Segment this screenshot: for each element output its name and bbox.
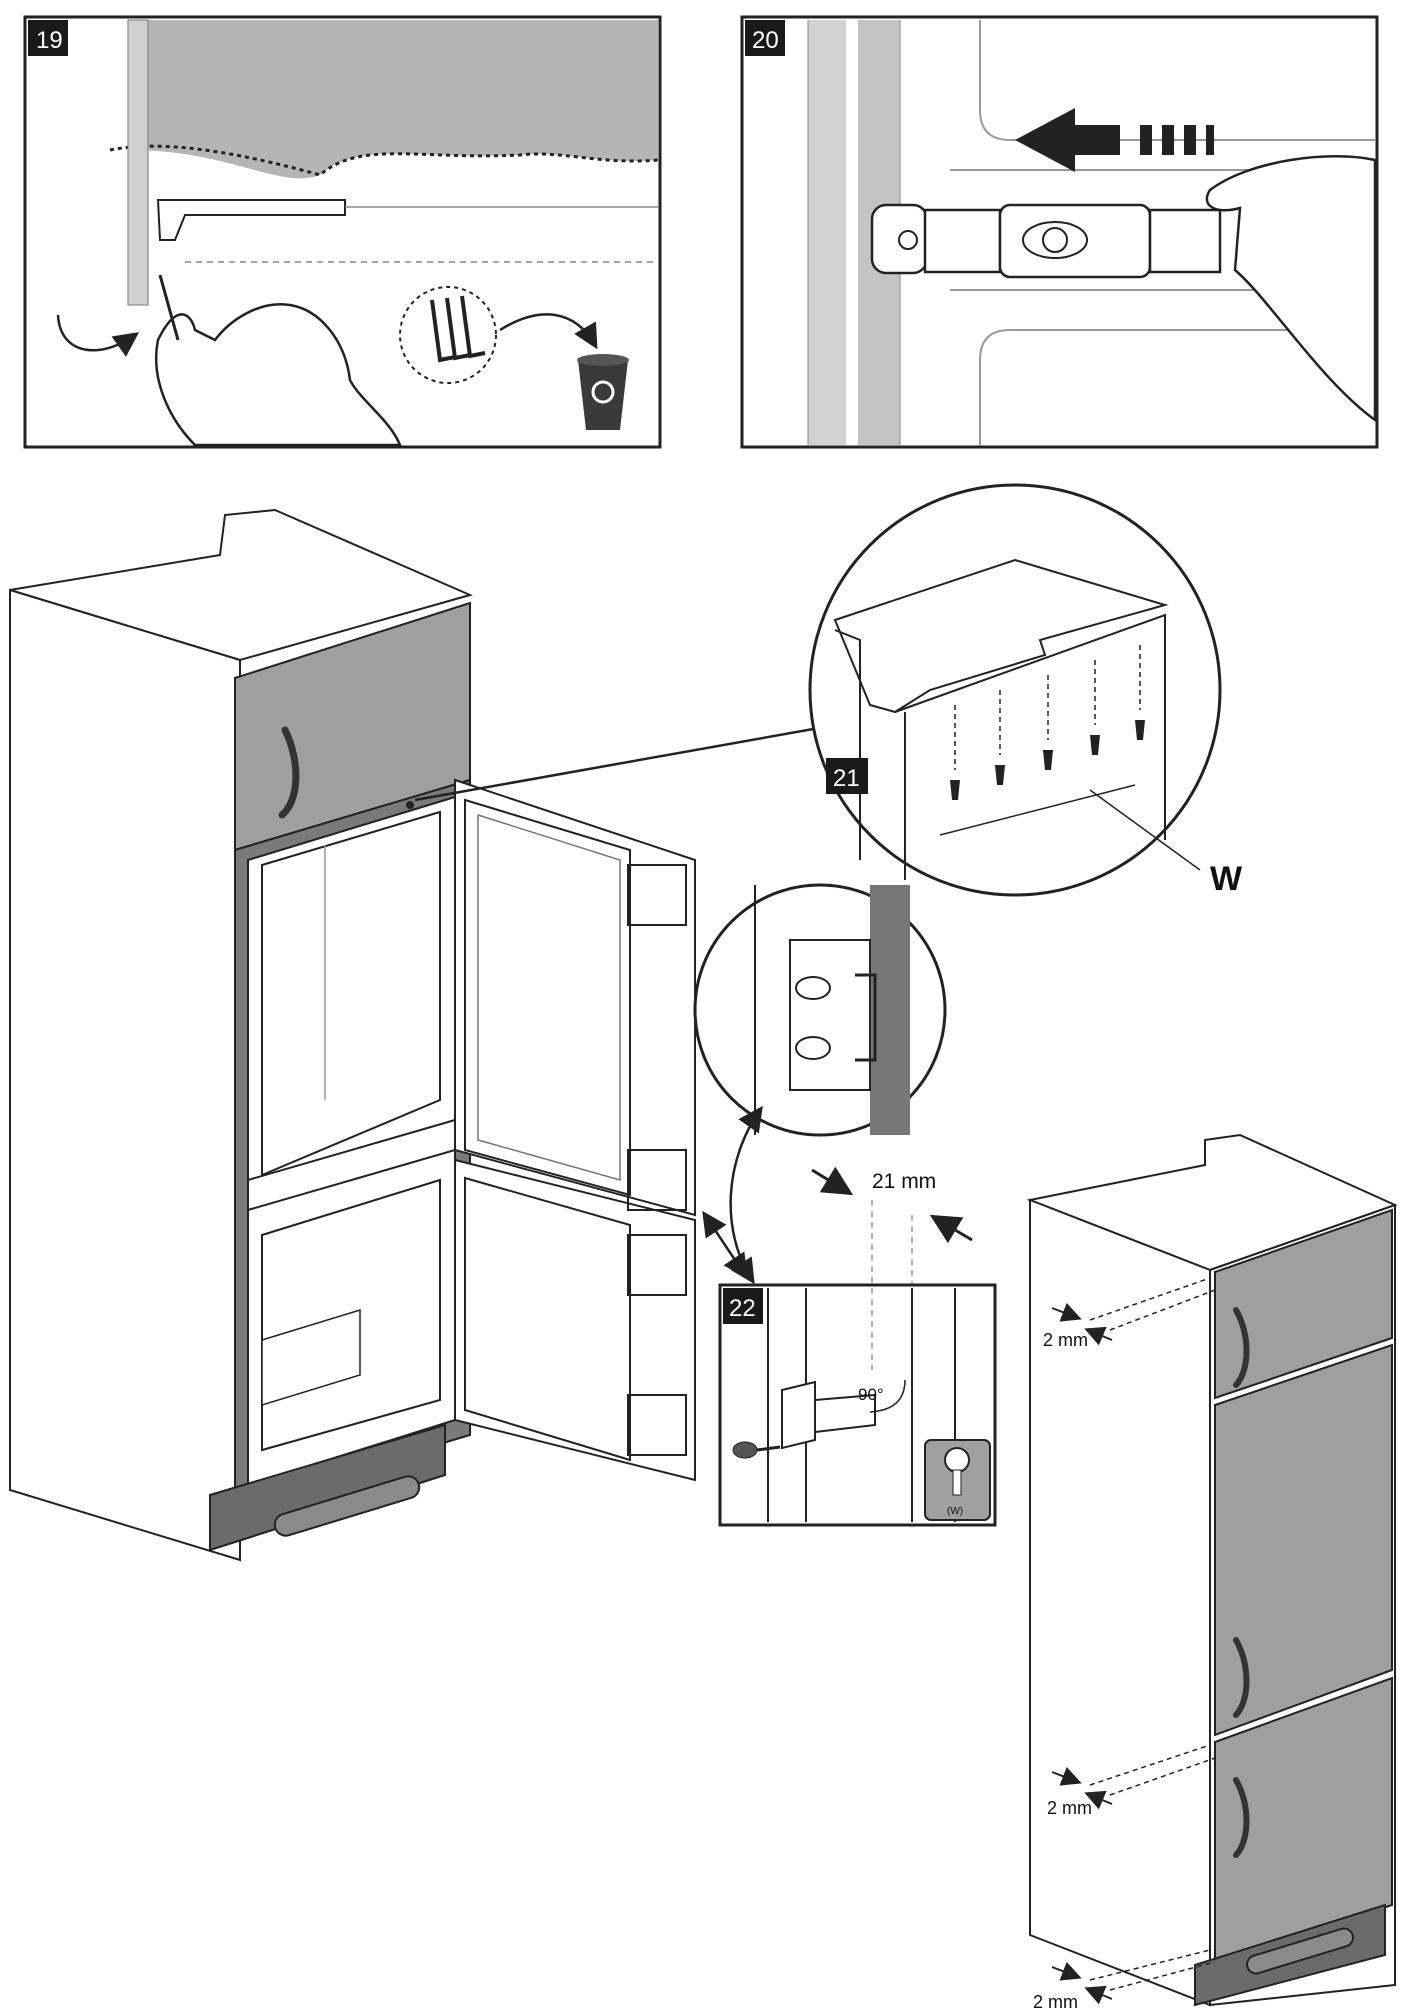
hand-icon	[155, 274, 402, 447]
recycle-bin-icon	[577, 354, 629, 430]
door-gap-label: 21 mm	[872, 1170, 936, 1193]
step-number-19: 19	[36, 27, 63, 54]
screw-tag-label: (W)	[947, 1506, 963, 1517]
step-badge	[723, 1288, 763, 1324]
screw-icon	[950, 720, 1145, 800]
w-marker: W	[1210, 860, 1243, 898]
gap-top-label: 2 mm	[1043, 1330, 1088, 1350]
detail-step-21: 21 W	[808, 483, 1243, 898]
hand-icon	[1205, 155, 1377, 423]
panel-step-20: 20	[740, 15, 1379, 449]
arrow-icon	[1015, 108, 1214, 172]
step-badge	[826, 758, 868, 794]
gap-middle-label: 2 mm	[1047, 1798, 1092, 1818]
step-badge	[745, 20, 785, 56]
gap-bottom-label: 2 mm	[1033, 1992, 1078, 2012]
screw-icon	[732, 1441, 781, 1459]
step-badge	[28, 20, 68, 56]
panel-step-19: 19	[23, 15, 662, 449]
detail-hinge	[693, 883, 947, 1137]
angle-label: 90°	[858, 1385, 884, 1404]
cabinet-closed-doors: 2 mm 2 mm 2 mm	[1026, 1133, 1398, 2012]
cabinet-open-doors	[9, 508, 696, 1562]
allen-keys-icon	[399, 286, 497, 384]
step-number-22: 22	[729, 1295, 756, 1322]
panel-step-22: 21 mm 90° (W) 22	[718, 1166, 997, 1527]
step-number-20: 20	[752, 27, 779, 54]
step-number-21: 21	[833, 765, 860, 792]
